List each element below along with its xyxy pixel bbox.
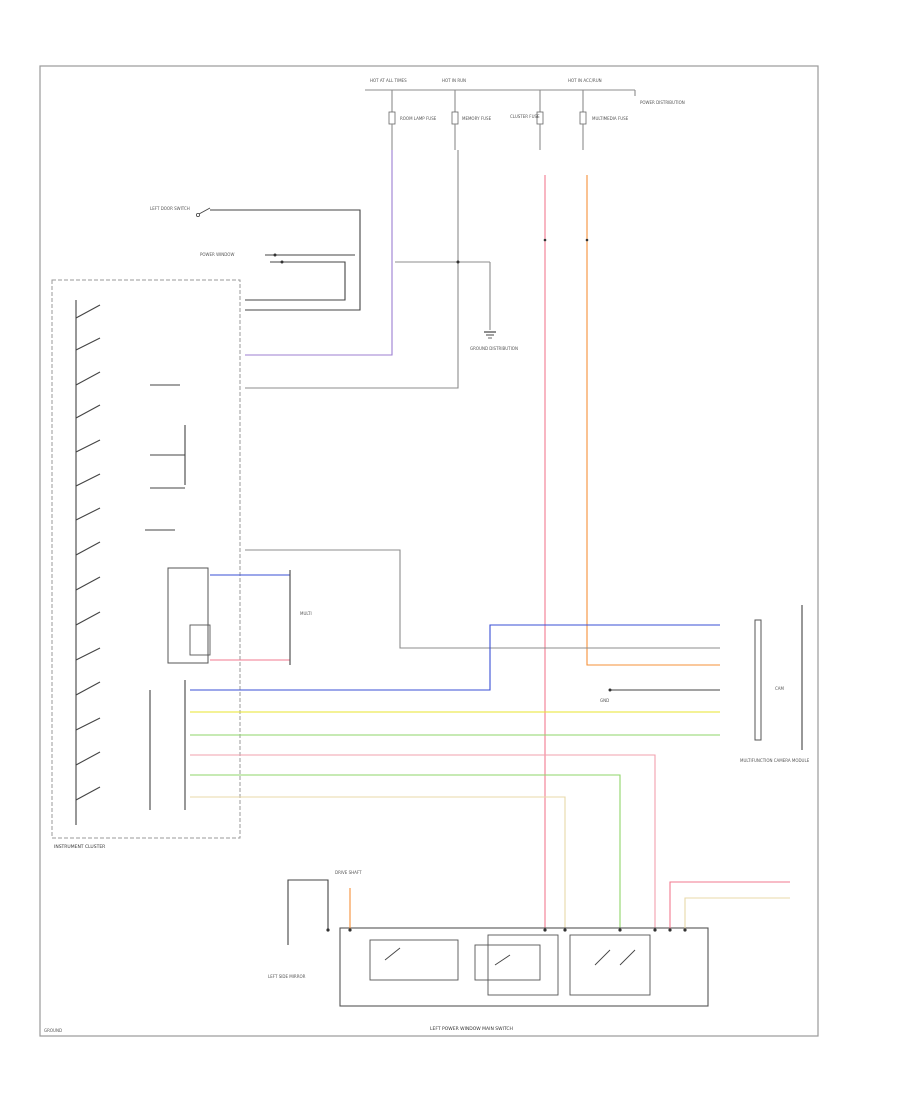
fuse-icon [536,90,544,150]
svg-text:MULTI: MULTI [300,611,312,616]
wire-green-lower [190,774,621,930]
label-hot-in-acc-run: HOT IN ACC/RUN [568,78,602,83]
wire-gray-memory [245,150,459,389]
svg-text:CAM: CAM [775,686,785,691]
switch-icon [75,304,101,801]
wire-orange [586,175,720,666]
label-hot-in-run: HOT IN RUN [442,78,466,83]
label-ground: GROUND [44,1028,62,1033]
label-left-side-mirror: LEFT SIDE MIRROR [268,974,306,979]
svg-text:POWER WINDOW: POWER WINDOW [200,252,234,257]
label-memory-fuse: MEMORY FUSE [462,116,492,121]
label-left-door-switch: LEFT DOOR SWITCH [150,206,190,211]
internal-module [167,567,209,664]
fuse-icon [451,90,459,150]
diagram-frame [39,65,819,1037]
wire-tan-bottom [684,897,790,930]
label-multifunction-camera-module: MULTIFUNCTION CAMERA MODULE [740,758,810,763]
instrument-cluster-box [51,279,241,839]
wire-pink [190,754,656,930]
switch-icon [195,207,211,217]
ground-icon [484,331,496,339]
wire-purple [245,150,393,356]
connector-icon [754,619,762,741]
label-hot-at-all-times: HOT AT ALL TIMES [370,78,407,83]
wire-blue [190,624,720,691]
switch-icon [384,947,636,966]
label-ground-distribution: GROUND DISTRIBUTION [470,346,518,351]
label-cluster-fuse: CLUSTER FUSE [510,114,540,119]
label-multimedia-fuse: MULTIMEDIA FUSE [592,116,629,121]
wire-gray-mid [245,549,720,649]
label-instrument-cluster: INSTRUMENT CLUSTER [54,844,105,850]
fuse-icon [579,90,587,150]
label-power-distribution: POWER DISTRIBUTION [640,100,685,105]
fuse-icon [388,90,396,150]
wire-tan [190,796,566,930]
label-room-lamp-fuse: ROOM LAMP FUSE [400,116,437,121]
label-left-power-window-main-switch: LEFT POWER WINDOW MAIN SWITCH [430,1026,513,1032]
label-drive-shaft: DRIVE SHAFT [335,870,362,875]
wire-red-bottom [669,881,790,930]
left-power-window-main-switch-box [339,927,709,1007]
svg-text:GND: GND [600,698,609,703]
